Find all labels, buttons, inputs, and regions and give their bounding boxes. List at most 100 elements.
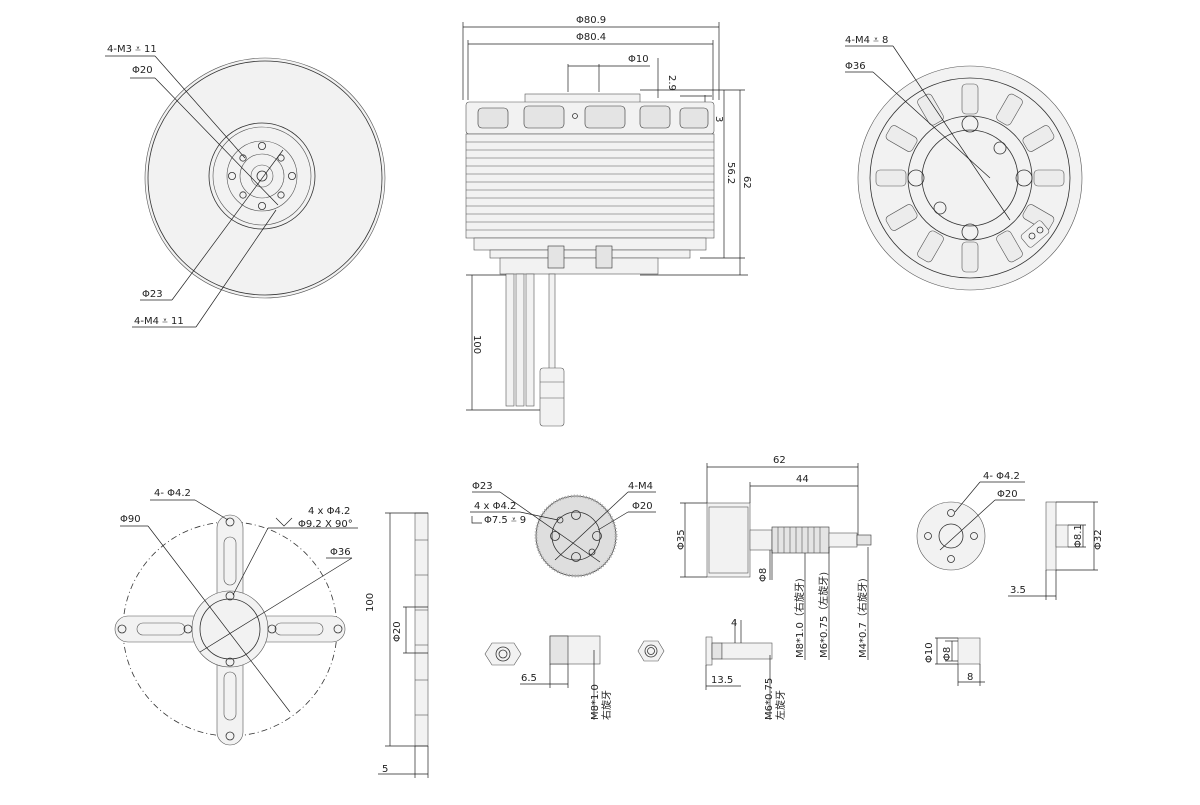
label-hub-phi20: Φ20 xyxy=(997,489,1018,500)
m4-hole xyxy=(287,171,296,180)
dim-phi10: Φ10 xyxy=(628,54,649,65)
dim-mount-phi20: Φ20 xyxy=(392,621,403,642)
dim-spacer-phi10: Φ10 xyxy=(924,642,935,663)
winding-slot xyxy=(996,230,1023,263)
thread-nut-m8: M8*1.0 xyxy=(590,684,601,720)
mount-side-view: 100 Φ20 5 xyxy=(365,512,429,778)
winding-slot xyxy=(885,125,918,152)
prop-adapter-thread xyxy=(771,526,830,554)
motor-front-hub-ring xyxy=(208,122,316,230)
dim-spacer-8: 8 xyxy=(967,672,973,683)
dim-nut-13-5: 13.5 xyxy=(711,675,733,686)
label-m3-holes: 4-M3 ⩡ 11 xyxy=(107,44,157,55)
dim-phi80-9: Φ80.9 xyxy=(576,15,606,26)
label-counterbore-holes: 4 x Φ4.2 xyxy=(474,501,516,512)
winding-slot xyxy=(917,230,944,263)
back-bolt xyxy=(993,141,1007,155)
dim-2-9: 2.9 xyxy=(666,75,677,91)
prop-adapter-base xyxy=(706,502,751,578)
m4-hole xyxy=(257,201,266,210)
mount-plate-section xyxy=(414,512,429,747)
dim-mount-100: 100 xyxy=(365,593,376,612)
dim-62: 62 xyxy=(741,176,752,189)
nut-m6-side: 4 13.5 M6*0.75 左旋牙 xyxy=(705,618,787,720)
back-bolt xyxy=(933,201,947,215)
motor-cable xyxy=(505,273,515,407)
dim-phi80-4: Φ80.4 xyxy=(576,32,606,43)
dim-hub-phi8-1: Φ8.1 xyxy=(1073,524,1084,548)
label-countersink-spec: Φ9.2 X 90° xyxy=(298,519,353,530)
hub-disc xyxy=(916,501,986,571)
label-back-phi36: Φ36 xyxy=(845,61,866,72)
dim-hub-phi32: Φ32 xyxy=(1093,529,1104,550)
winding-slot xyxy=(875,169,907,187)
mount-hole xyxy=(333,624,343,634)
dim-cable-100: 100 xyxy=(471,335,482,354)
m4-hole xyxy=(227,171,236,180)
motor-side-view: Φ80.9 Φ80.4 Φ10 2.9 3 56.2 62 xyxy=(462,15,752,427)
m3-hole xyxy=(239,191,247,199)
dim-adapter-phi35: Φ35 xyxy=(676,529,687,550)
washer-m8-side: 6.5 M8*1.0 右旋牙 xyxy=(520,635,613,720)
label-mount-phi90: Φ90 xyxy=(120,514,141,525)
dim-nut-4: 4 xyxy=(731,618,737,629)
thread-m8: M8*1.0（右旋牙) xyxy=(793,578,806,658)
winding-slot xyxy=(885,204,918,231)
mount-hole xyxy=(117,624,127,634)
dim-nut-6-5: 6.5 xyxy=(521,673,537,684)
label-hub-holes: 4- Φ4.2 xyxy=(983,471,1020,482)
m3-hole xyxy=(277,154,285,162)
winding-slot xyxy=(961,241,979,273)
dim-mount-5: 5 xyxy=(382,764,388,775)
hub-side-view: Φ8.1 Φ32 3.5 xyxy=(1008,501,1104,600)
prop-adapter-side-view: 62 44 Φ35 Φ8 M8*1.0（右旋牙) M6*0.75（左旋牙) M4… xyxy=(676,455,872,660)
label-phi23: Φ23 xyxy=(142,289,163,300)
m3-hole xyxy=(239,154,247,162)
motor-stator-body xyxy=(465,133,715,239)
winding-slot xyxy=(996,93,1023,126)
dim-adapter-phi8: Φ8 xyxy=(758,568,769,582)
adapter-front-view: Φ23 4 x Φ4.2 Φ7.5 ⩡ 9 4-M4 Φ20 xyxy=(470,481,656,578)
winding-slots xyxy=(875,83,1065,273)
motor-front-outer-circle xyxy=(144,57,386,299)
label-adapter-phi23: Φ23 xyxy=(472,481,493,492)
dim-3: 3 xyxy=(713,116,724,122)
label-back-m4: 4-M4 ⩡ 8 xyxy=(845,35,888,46)
signal-cable xyxy=(548,273,556,373)
thread-nut-m6: M6*0.75 xyxy=(764,678,775,720)
back-bolt xyxy=(1015,169,1033,187)
dim-adapter-44: 44 xyxy=(796,474,809,485)
spacer-side: Φ10 Φ8 8 xyxy=(924,637,985,686)
dim-adapter-62: 62 xyxy=(773,455,786,466)
thread-nut-m6-dir: 左旋牙 xyxy=(774,690,787,720)
back-bolt xyxy=(907,169,925,187)
motor-front-bell xyxy=(147,60,383,296)
winding-slot xyxy=(961,83,979,115)
nut-m8 xyxy=(484,642,522,666)
label-mount-holes: 4- Φ4.2 xyxy=(154,488,191,499)
dim-spacer-phi8: Φ8 xyxy=(942,647,953,661)
thread-nut-m8-dir: 右旋牙 xyxy=(600,690,613,720)
motor-back-view: 4-M4 ⩡ 8 Φ36 xyxy=(845,35,1083,291)
dim-hub-3-5: 3.5 xyxy=(1010,585,1026,596)
winding-slot xyxy=(1022,125,1055,152)
m4-hole xyxy=(257,141,266,150)
label-counterbore-spec: Φ7.5 ⩡ 9 xyxy=(484,515,526,526)
mount-hole xyxy=(225,731,235,741)
label-phi20: Φ20 xyxy=(132,65,153,76)
thread-m4: M4*0.7（右旋牙) xyxy=(856,578,869,658)
label-adapter-m4: 4-M4 xyxy=(628,481,653,492)
label-m4-holes: 4-M4 ⩡ 11 xyxy=(134,316,184,327)
thread-m6: M6*0.75（左旋牙) xyxy=(817,572,830,658)
back-bolt xyxy=(961,223,979,241)
signal-connector xyxy=(539,367,565,427)
mount-front-view: 4- Φ4.2 Φ90 4 x Φ4.2 Φ9.2 X 90° Φ36 xyxy=(114,488,358,746)
nut-m6 xyxy=(637,640,665,662)
label-countersink-holes: 4 x Φ4.2 xyxy=(308,506,350,517)
hub-front-view: 4- Φ4.2 Φ20 xyxy=(916,471,1025,571)
motor-front-view: 4-M3 ⩡ 11 Φ20 Φ23 4-M4 ⩡ 11 xyxy=(105,44,386,328)
hub-flange xyxy=(1045,501,1057,571)
label-mount-phi36: Φ36 xyxy=(330,547,351,558)
